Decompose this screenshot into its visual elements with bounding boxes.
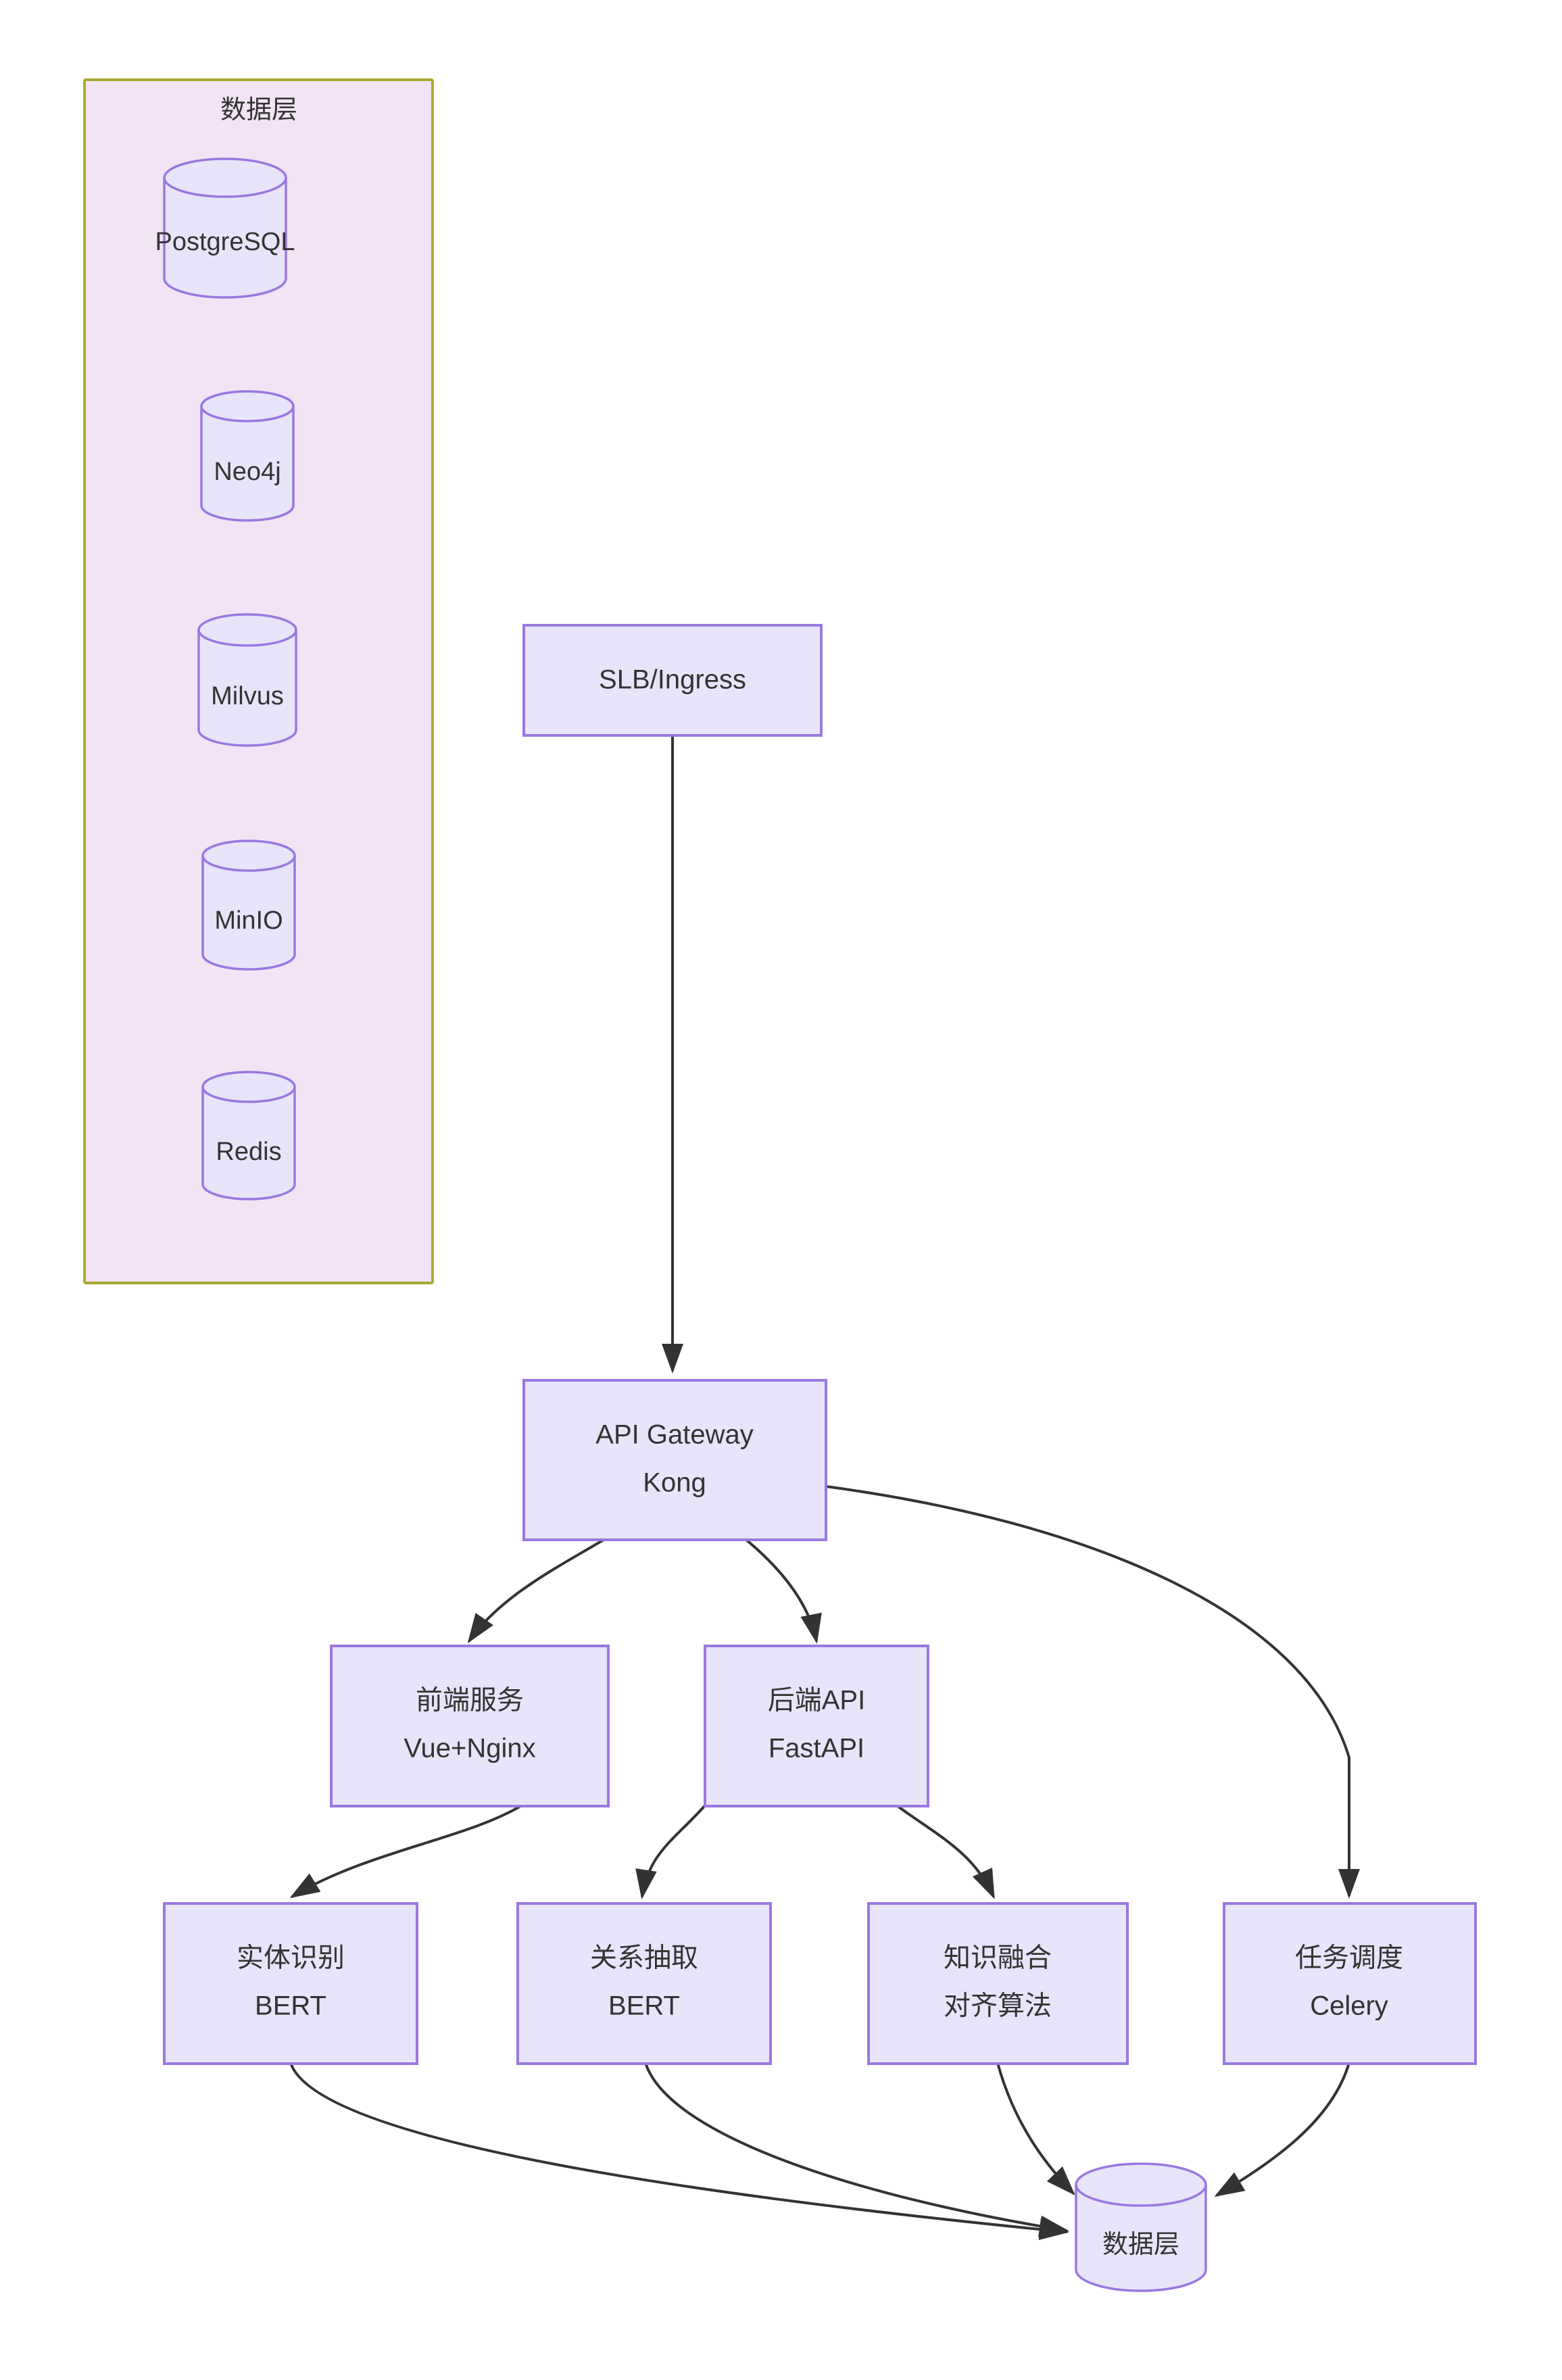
data-layer-label: 数据层 xyxy=(1102,2231,1179,2259)
edge-gateway-to-backend xyxy=(745,1538,822,1644)
frontend-service-label-line1: 前端服务 xyxy=(416,1686,524,1716)
entity-recognition-label-line2: BERT xyxy=(255,1991,326,2021)
node-redis[interactable]: Redis xyxy=(201,1071,296,1200)
neo4j-label: Neo4j xyxy=(214,458,280,486)
milvus-cylinder-body xyxy=(197,630,297,747)
redis-cylinder-top xyxy=(201,1071,296,1103)
postgresql-label: PostgreSQL xyxy=(155,228,295,256)
redis-label: Redis xyxy=(216,1138,281,1166)
edge-backend-to-relation xyxy=(635,1803,707,1899)
node-knowledge-fusion[interactable]: 知识融合 对齐算法 xyxy=(867,1902,1129,2065)
milvus-label: Milvus xyxy=(211,682,284,710)
slb-ingress-label: SLB/Ingress xyxy=(599,665,746,695)
minio-label: MinIO xyxy=(214,906,283,935)
neo4j-cylinder-body xyxy=(200,406,295,522)
backend-api-label-line2: FastAPI xyxy=(768,1734,864,1764)
entity-recognition-box xyxy=(163,1902,418,2065)
node-milvus[interactable]: Milvus xyxy=(197,613,297,747)
minio-cylinder-top xyxy=(201,840,296,872)
node-task-scheduler[interactable]: 任务调度 Celery xyxy=(1223,1902,1477,2065)
task-scheduler-box xyxy=(1223,1902,1477,2065)
task-scheduler-label-line2: Celery xyxy=(1310,1991,1388,2021)
redis-cylinder-body xyxy=(201,1087,296,1200)
backend-api-label-line1: 后端API xyxy=(768,1686,865,1716)
edge-layer xyxy=(289,735,1360,2241)
postgresql-cylinder-body xyxy=(163,178,287,299)
postgresql-cylinder-top xyxy=(163,157,287,198)
node-neo4j[interactable]: Neo4j xyxy=(200,390,295,522)
edge-gateway-to-scheduler xyxy=(825,1485,1360,1899)
data-layer-cylinder-top xyxy=(1075,2162,1207,2207)
frontend-service-box xyxy=(330,1645,610,1807)
knowledge-fusion-box xyxy=(867,1902,1129,2065)
relation-extraction-box xyxy=(516,1902,772,2065)
subgraph-title-label: 数据层 xyxy=(220,96,297,124)
task-scheduler-label-line1: 任务调度 xyxy=(1295,1943,1403,1973)
api-gateway-box xyxy=(522,1379,827,1541)
frontend-service-label-line2: Vue+Nginx xyxy=(404,1734,535,1764)
edge-scheduler-to-datalayer xyxy=(1214,2062,1350,2197)
edge-frontend-to-entity xyxy=(289,1805,522,1899)
edge-entity-to-datalayer xyxy=(289,2062,1069,2241)
node-backend-api[interactable]: 后端API FastAPI xyxy=(704,1645,929,1807)
backend-api-box xyxy=(704,1645,929,1807)
node-slb-ingress[interactable]: SLB/Ingress xyxy=(522,624,823,737)
node-data-layer[interactable]: 数据层 xyxy=(1075,2162,1207,2292)
node-entity-recognition[interactable]: 实体识别 BERT xyxy=(163,1902,418,2065)
relation-extraction-label-line2: BERT xyxy=(608,1991,680,2021)
edge-fusion-to-datalayer xyxy=(996,2062,1075,2195)
neo4j-cylinder-top xyxy=(200,390,295,422)
node-minio[interactable]: MinIO xyxy=(201,840,296,971)
api-gateway-label-line1: API Gateway xyxy=(595,1420,753,1450)
api-gateway-label-line2: Kong xyxy=(643,1468,706,1498)
knowledge-fusion-label-line2: 对齐算法 xyxy=(944,1991,1052,2021)
node-postgresql[interactable]: PostgreSQL xyxy=(155,157,295,299)
node-frontend-service[interactable]: 前端服务 Vue+Nginx xyxy=(330,1645,610,1807)
data-layer-cylinder-body xyxy=(1075,2185,1207,2292)
edge-gateway-to-frontend xyxy=(467,1538,605,1644)
node-api-gateway[interactable]: API Gateway Kong xyxy=(522,1379,827,1541)
entity-recognition-label-line1: 实体识别 xyxy=(237,1943,345,1973)
relation-extraction-label-line1: 关系抽取 xyxy=(590,1943,698,1973)
slb-ingress-box xyxy=(522,624,823,737)
milvus-cylinder-top xyxy=(197,613,297,647)
edge-relation-to-datalayer xyxy=(644,2062,1069,2237)
subgraph-data-layer: 数据层 PostgreSQL Neo4j Milvus xyxy=(83,78,434,1284)
knowledge-fusion-label-line1: 知识融合 xyxy=(944,1943,1052,1973)
edge-backend-to-fusion xyxy=(896,1805,995,1899)
node-relation-extraction[interactable]: 关系抽取 BERT xyxy=(516,1902,772,2065)
minio-cylinder-body xyxy=(201,856,296,971)
